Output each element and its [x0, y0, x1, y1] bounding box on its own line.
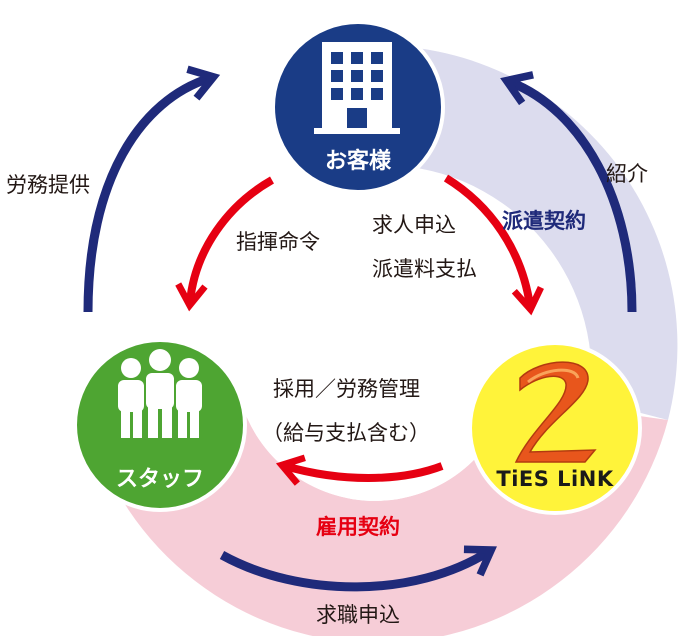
company-label: TiES LiNK	[496, 467, 613, 491]
building-icon	[314, 42, 400, 134]
hiring-management-sub-label: （給与支払含む）	[262, 421, 430, 445]
command-arrow	[175, 176, 274, 312]
job-application-arrow	[219, 545, 497, 592]
dispatch-contract-label: 派遣契約	[502, 209, 586, 233]
customer-label: お客様	[325, 148, 392, 174]
introduction-arrow	[500, 71, 637, 313]
hiring-arrow	[275, 454, 444, 486]
employment-contract-label: 雇用契約	[316, 515, 400, 539]
command-label: 指揮命令	[236, 230, 320, 254]
labor-provision-arrow	[83, 65, 221, 313]
employment-band-inner	[240, 360, 510, 501]
request-arrow	[443, 174, 544, 316]
job-application-label: 求職申込	[316, 603, 400, 627]
staff-node: スタッフ	[73, 338, 247, 512]
hiring-management-label: 採用／労務管理	[273, 377, 420, 401]
dispatch-fee-label: 派遣料支払	[372, 257, 477, 281]
introduction-label: 紹介	[606, 162, 648, 186]
company-node: TiES LiNK	[468, 341, 642, 515]
staff-label: スタッフ	[116, 467, 204, 492]
people-icon	[118, 349, 202, 438]
labor-provision-label: 労務提供	[6, 173, 90, 197]
tieslink-logo	[514, 361, 597, 463]
job-request-label: 求人申込	[372, 213, 456, 237]
customer-node: お客様	[271, 20, 445, 194]
